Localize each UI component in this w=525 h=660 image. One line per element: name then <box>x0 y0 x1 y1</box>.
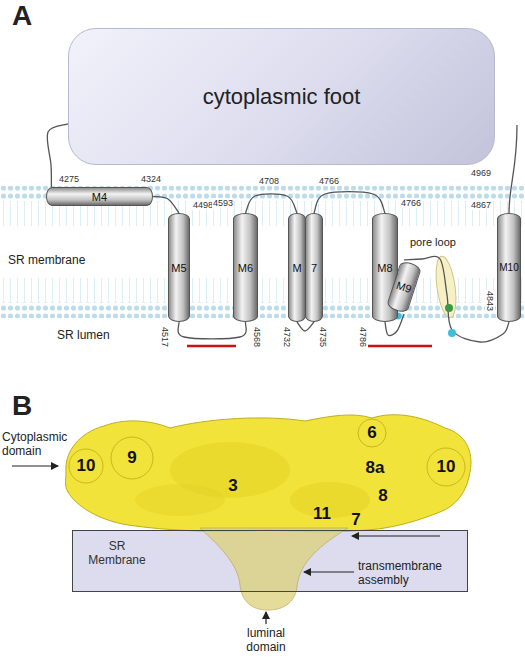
region-label: Cytoplasmic domain <box>2 430 74 458</box>
loop-connector <box>314 192 385 213</box>
callout-number: 3 <box>228 476 237 496</box>
helix-cylinder: M5 <box>168 213 190 322</box>
residue-number: 4867 <box>470 200 492 210</box>
residue-number: 4324 <box>140 174 162 184</box>
helix-label: M <box>292 262 301 274</box>
callout-number: 8a <box>366 458 385 478</box>
loop-connector <box>297 322 314 331</box>
loop-connector <box>178 322 246 339</box>
box-label: SR Membrane <box>85 539 149 567</box>
callout-number: 10 <box>437 457 456 477</box>
helix-cylinder: M4 <box>46 187 153 206</box>
helix-label: M8 <box>377 262 392 274</box>
callout-number: 10 <box>77 456 96 476</box>
domain-bump <box>427 448 465 486</box>
callout-number: 7 <box>351 510 360 530</box>
domain-bump <box>358 419 386 447</box>
leader-arrow <box>304 571 354 572</box>
loop-connector <box>153 197 179 214</box>
loop-connector <box>246 194 298 213</box>
domain-bump <box>69 449 103 483</box>
callout-number: 8 <box>378 486 387 506</box>
residue-number: 4708 <box>258 176 280 186</box>
helix-cylinder: M10 <box>497 213 521 322</box>
callout-number: 6 <box>367 423 376 443</box>
helix-cylinder: 7 <box>305 213 323 322</box>
panel-letter: B <box>12 390 32 422</box>
residue-number: 4735 <box>318 326 328 348</box>
callout-number: 9 <box>127 448 136 468</box>
residue-number: 4969 <box>470 168 492 178</box>
residue-number: 4498 <box>192 200 214 210</box>
residue-number: 4732 <box>282 326 292 348</box>
residue-number: 4766 <box>400 198 422 208</box>
helix-label: M10 <box>499 262 518 273</box>
residue-number: 4275 <box>58 174 80 184</box>
region-label: transmembrane assembly <box>358 559 458 587</box>
helix-cylinder: M <box>288 213 306 322</box>
residue-number: 4593 <box>212 198 234 208</box>
region-label: pore loop <box>410 236 456 249</box>
leader-arrow <box>12 465 58 466</box>
domain-label: cytoplasmic foot <box>203 84 361 110</box>
callout-number: 11 <box>313 504 331 524</box>
residue-number: 4843 <box>485 290 495 312</box>
red-underline <box>187 345 236 348</box>
residue-number: 4766 <box>318 176 340 186</box>
c-terminus <box>509 125 517 213</box>
residue-number: 4568 <box>252 326 262 348</box>
red-underline <box>368 345 432 348</box>
residue-number: 4786 <box>358 326 368 348</box>
domain-bump <box>111 437 153 479</box>
helix-label: 7 <box>311 262 317 274</box>
transmembrane-shape <box>200 528 348 610</box>
helix-label: M6 <box>238 262 253 274</box>
residue-dot <box>445 304 453 312</box>
helix-label: M9 <box>395 279 413 295</box>
helix-cylinder: M6 <box>233 213 258 322</box>
cytoplasmic-domain-shape <box>66 415 471 532</box>
region-label: SR lumen <box>57 328 110 342</box>
cytoplasmic-foot: cytoplasmic foot <box>68 28 495 165</box>
surface-shading <box>135 484 225 516</box>
leader-arrow <box>352 535 440 536</box>
residue-number: 4517 <box>160 326 170 348</box>
panel-letter: A <box>12 0 32 32</box>
region-label: SR membrane <box>8 253 85 267</box>
helix-label: M4 <box>92 191 107 203</box>
helix-label: M5 <box>171 262 186 274</box>
region-label: luminal domain <box>231 626 301 654</box>
residue-dot <box>448 329 456 337</box>
leader-arrow <box>265 612 266 624</box>
